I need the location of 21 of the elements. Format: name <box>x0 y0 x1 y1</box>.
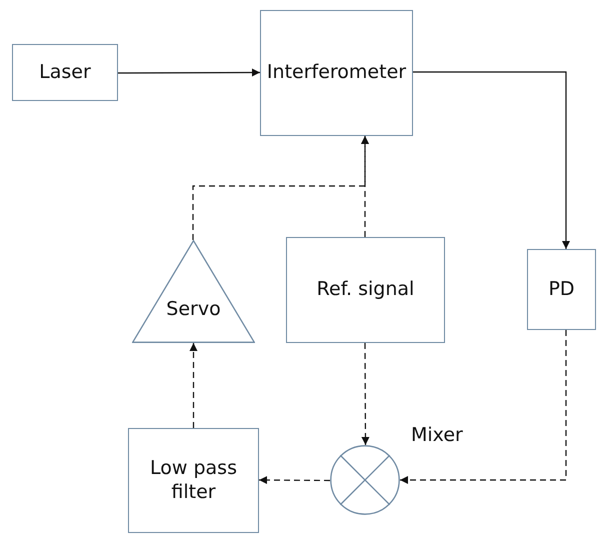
node-label: PD <box>548 278 575 302</box>
arrow <box>259 476 330 484</box>
process-box <box>12 44 118 101</box>
node-label: Laser <box>39 60 91 84</box>
node-label: Servo <box>166 298 221 322</box>
arrow <box>118 68 260 77</box>
node-caption: Mixer <box>411 424 463 446</box>
process-box <box>128 428 259 533</box>
arrow <box>400 330 567 484</box>
process-box <box>527 249 596 330</box>
arrow <box>413 71 570 249</box>
arrow <box>361 343 370 445</box>
amplifier-triangle <box>132 240 255 343</box>
node-label: Ref. signal <box>316 278 414 302</box>
arrow <box>361 136 369 237</box>
process-box <box>286 237 445 343</box>
node-label: Interferometer <box>266 61 406 85</box>
process-box <box>260 10 413 136</box>
arrow <box>190 343 198 428</box>
mixer-symbol <box>330 445 400 515</box>
node-label: Low pass filter <box>149 456 238 504</box>
